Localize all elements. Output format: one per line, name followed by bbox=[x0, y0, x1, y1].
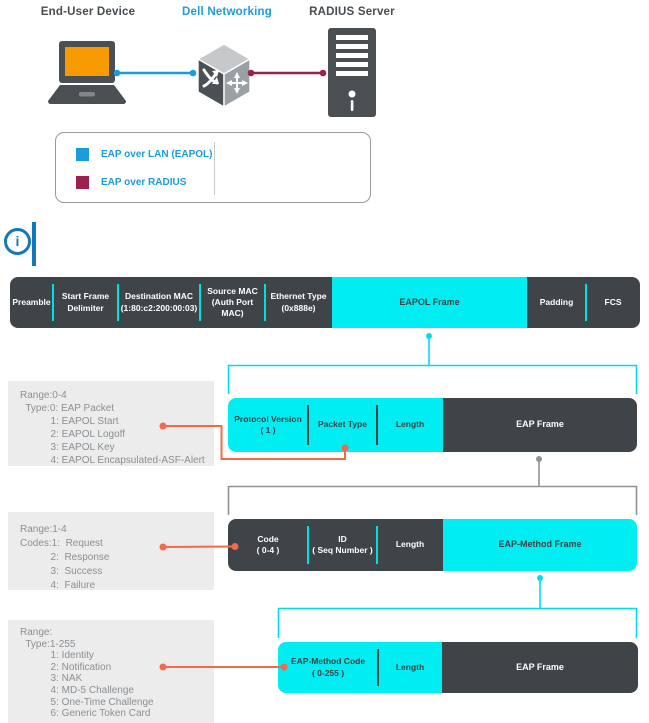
frame-cell-destination-mac: Destination MAC(1:80:c2:200:00:03) bbox=[118, 277, 201, 328]
frame-cell-eap-method-frame: EAP-Method Frame bbox=[443, 519, 637, 571]
note-packet-type-values: Range:0-4 Type:0: EAP Packet 1: EAPOL St… bbox=[8, 381, 214, 466]
end-user-device-label: End-User Device bbox=[40, 6, 136, 18]
frame-cell-fcs: FCS bbox=[586, 277, 640, 328]
radius-color-swatch bbox=[76, 176, 89, 189]
fork-eap-frame bbox=[227, 456, 638, 515]
eap-frame-detail-row: Code( 0-4 ) ID( Seq Number ) Length EAP-… bbox=[228, 519, 637, 571]
switch-cube-icon bbox=[196, 43, 252, 108]
frame-cell-source-mac: Source MAC(Auth Port MAC) bbox=[200, 277, 266, 328]
frame-cell-eap-frame-inner: EAP Frame bbox=[442, 642, 638, 693]
eapol-color-swatch bbox=[76, 148, 89, 161]
radius-server-label: RADIUS Server bbox=[309, 6, 395, 18]
info-icon: i bbox=[4, 228, 31, 255]
eapol-link-line bbox=[113, 69, 197, 77]
frame-cell-eapol-frame: EAPOL Frame bbox=[332, 277, 527, 328]
legend-box: EAP over LAN (EAPOL) EAP over RADIUS bbox=[55, 132, 371, 203]
eap-method-frame-detail-row: EAP-Method Code( 0-255 ) Length EAP Fram… bbox=[278, 642, 638, 693]
server-icon bbox=[328, 28, 376, 117]
frame-cell-padding: Padding bbox=[527, 277, 587, 328]
fork-eap-method-frame bbox=[277, 575, 638, 638]
frame-cell-length-eapol: Length bbox=[377, 398, 443, 452]
legend-item-radius: EAP over RADIUS bbox=[101, 177, 187, 188]
frame-cell-id: ID( Seq Number ) bbox=[308, 519, 378, 571]
frame-cell-packet-type: Packet Type bbox=[308, 398, 378, 452]
fork-eapol-frame bbox=[227, 333, 638, 394]
eapol-frame-detail-row: Protocol Version( 1 ) Packet Type Length… bbox=[228, 398, 637, 452]
laptop-icon bbox=[48, 41, 126, 104]
note-code-values: Range:1-4 Codes:1: Request 2: Response 3… bbox=[8, 512, 214, 591]
frame-cell-preamble: Preamble bbox=[10, 277, 54, 328]
frame-cell-protocol-version: Protocol Version( 1 ) bbox=[228, 398, 309, 452]
frame-cell-code: Code( 0-4 ) bbox=[228, 519, 309, 571]
radius-link-line bbox=[247, 69, 327, 77]
frame-cell-ethernet-type: Ethernet Type(0x888e) bbox=[265, 277, 332, 328]
frame-cell-eap-frame: EAP Frame bbox=[443, 398, 637, 452]
legend-item-eapol: EAP over LAN (EAPOL) bbox=[101, 149, 213, 160]
frame-cell-length-eap: Length bbox=[377, 519, 443, 571]
frame-cell-eap-method-code: EAP-Method Code( 0-255 ) bbox=[278, 642, 379, 693]
frame-cell-length-eap-method: Length bbox=[378, 642, 442, 693]
info-bar bbox=[32, 222, 36, 266]
note-method-code-values: Range: Type:1-255 1: Identity 2: Notific… bbox=[8, 620, 214, 723]
legend-divider bbox=[214, 142, 215, 195]
dell-networking-label: Dell Networking bbox=[182, 6, 272, 18]
